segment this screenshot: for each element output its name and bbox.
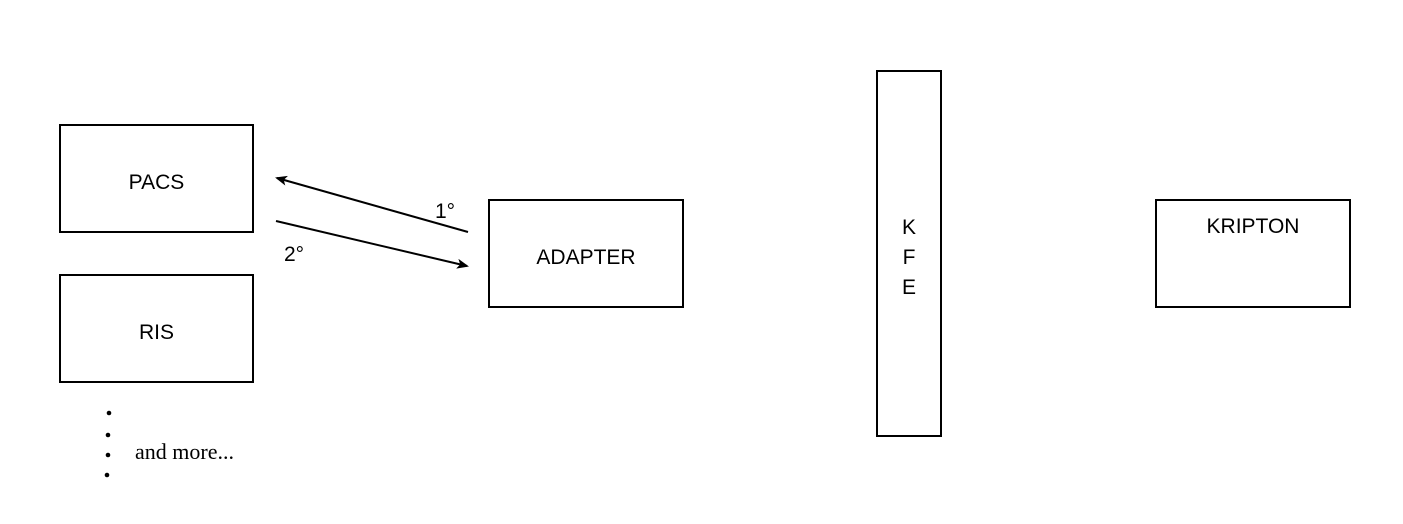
node-adapter: ADAPTER [488,199,684,308]
node-ris-label: RIS [139,321,174,344]
edge-second-label: 2° [284,243,304,266]
node-kripton: KRIPTON [1155,199,1351,308]
node-kfe-label-2: F [903,246,916,269]
node-kfe-label-3: E [902,276,916,299]
node-kfe: K F E [876,70,942,437]
node-ris: RIS [59,274,254,383]
and-more-label: and more... [135,439,234,464]
node-pacs-label: PACS [129,171,185,194]
node-kfe-label-1: K [902,216,916,239]
more-dots-icon [104,410,112,478]
node-adapter-label: ADAPTER [536,246,635,269]
edge-first-label: 1° [435,200,455,223]
node-pacs: PACS [59,124,254,233]
edge-adapter-to-pacs-arrow [275,175,469,233]
node-kripton-label: KRIPTON [1207,215,1300,238]
edge-pacs-to-adapter-arrow [275,220,469,269]
